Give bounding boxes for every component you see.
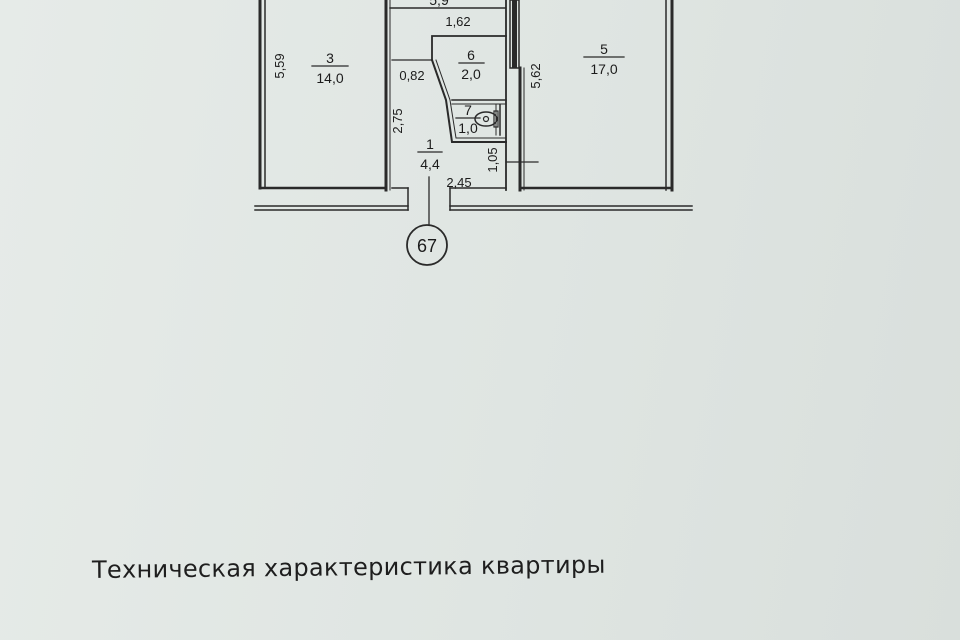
room-7-area: 1,0 (458, 120, 478, 136)
dim-door-width: 1,05 (485, 147, 500, 172)
room-5-area: 17,0 (590, 61, 617, 77)
room-1-area: 4,4 (420, 156, 440, 172)
entrance-marker-number: 67 (417, 236, 437, 256)
entrance-marker-circle (406, 224, 448, 266)
dim-room3-height: 5,59 (272, 53, 287, 78)
room-6-area: 2,0 (461, 66, 481, 82)
wall-outer-right (665, 0, 674, 192)
wall-outer-left (258, 0, 266, 190)
dim-room6-width: 1,62 (445, 14, 470, 29)
wall-bottom (254, 186, 693, 211)
wall-room3-hall (384, 0, 391, 192)
room-partial-area: 5,9 (429, 0, 449, 8)
room-6-number: 6 (467, 47, 475, 63)
wall-room5-left (505, 66, 539, 192)
toilet-icon (474, 110, 499, 128)
room-7-number: 7 (464, 102, 472, 118)
dim-room6-side: 0,82 (399, 68, 424, 83)
entrance-doorway (391, 187, 507, 211)
document-heading: Техническая характеристика квартиры (91, 550, 606, 584)
ventilation-shaft (509, 0, 520, 71)
dim-hall-width: 2,45 (446, 175, 471, 190)
room-3-area: 14,0 (316, 70, 343, 86)
fraction-bars (311, 56, 625, 153)
apartment-floor-plan: 3 14,0 5 17,0 6 2,0 7 1,0 1 4,4 5,9 5,59… (254, 0, 693, 266)
dim-room5-height: 5,62 (528, 63, 543, 88)
wall-wet-rooms (391, 0, 507, 191)
room-3-number: 3 (326, 50, 334, 66)
room-1-number: 1 (426, 136, 434, 152)
dim-hall-side: 2,75 (390, 108, 405, 133)
room-5-number: 5 (600, 41, 608, 57)
